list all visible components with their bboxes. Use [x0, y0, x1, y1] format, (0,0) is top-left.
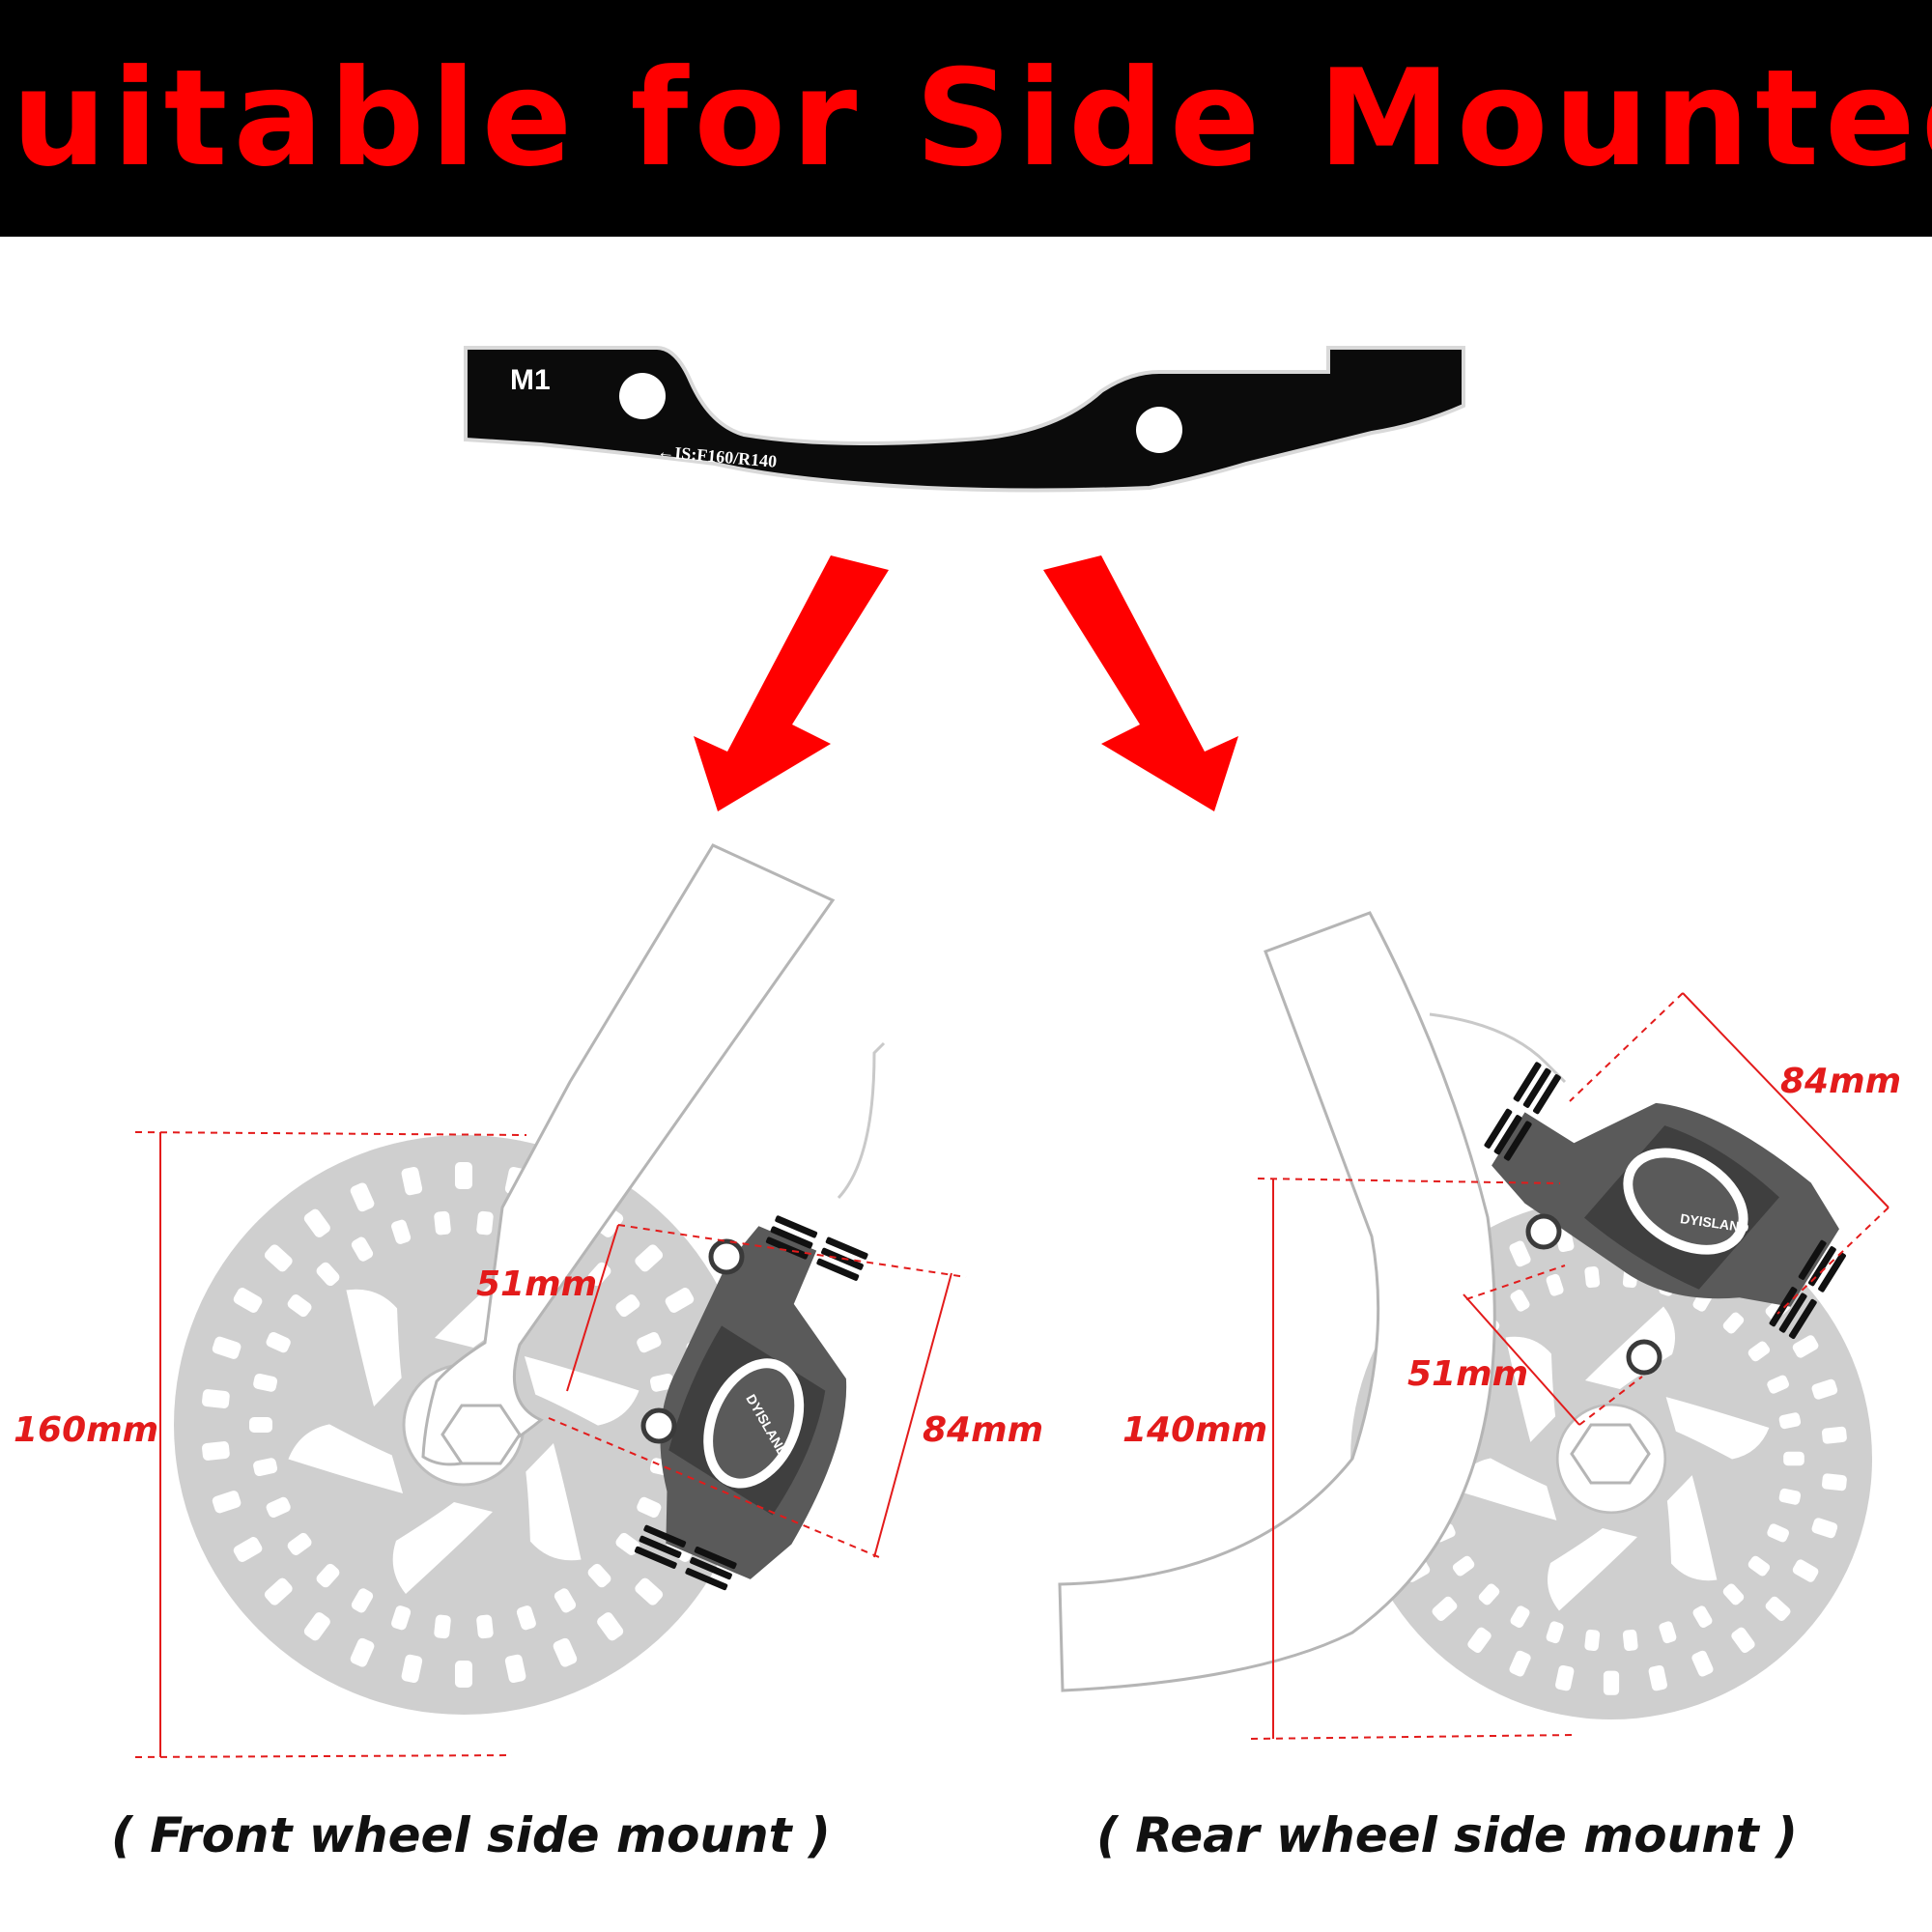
page-title: Suitable for Side Mounted: [0, 40, 1932, 196]
front-rotor-height-label: 160mm: [14, 1410, 159, 1450]
adapter-bracket: M1 ←IS:F160/R140: [464, 346, 1465, 493]
rear-mount-hole-top: [1525, 1213, 1562, 1250]
front-fork-leg: [421, 843, 836, 1466]
front-mount-spacing-label: 51mm: [476, 1264, 598, 1304]
front-mount-hole-bottom: [640, 1407, 677, 1444]
front-mount-hole-top: [708, 1238, 745, 1275]
arrow-to-rear-icon: [1043, 555, 1238, 811]
adapter-hole-right: [1136, 407, 1182, 453]
rear-hub-nut: [1570, 1423, 1651, 1485]
front-caliper-spacing-label: 84mm: [923, 1410, 1044, 1450]
rear-caption: ( Rear wheel side mount ): [1096, 1807, 1798, 1863]
rear-frame-tube: [1058, 911, 1496, 1692]
adapter-plate: [464, 346, 1465, 493]
front-dimension-lines: [134, 1131, 967, 1758]
front-hub-nut: [440, 1404, 522, 1465]
rear-mount-spacing-label: 51mm: [1407, 1354, 1529, 1394]
rear-caliper-spacing-label: 84mm: [1780, 1062, 1902, 1101]
rear-diagram: DYISLAND: [1058, 911, 1889, 1740]
front-brake-hose: [837, 1041, 886, 1200]
front-diagram: DYISLAND: [134, 843, 967, 1758]
rear-rotor-height-label: 140mm: [1122, 1410, 1268, 1450]
arrow-to-front-icon: [694, 555, 889, 811]
rear-brake-hose: [1429, 1012, 1567, 1084]
rear-dimension-lines: [1250, 992, 1889, 1740]
adapter-hole-left: [619, 373, 666, 419]
adapter-model-label: M1: [510, 364, 551, 396]
rear-mount-hole-bottom: [1626, 1339, 1662, 1376]
header-banner: Suitable for Side Mounted: [0, 0, 1932, 237]
front-caption: ( Front wheel side mount ): [111, 1807, 831, 1863]
